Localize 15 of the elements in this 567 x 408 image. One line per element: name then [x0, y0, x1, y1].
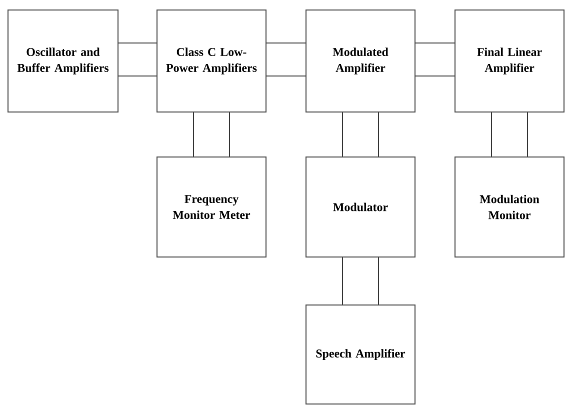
block-box: Speech Amplifier [306, 304, 416, 404]
block-box: Oscillator and Buffer Amplifiers [8, 10, 118, 112]
connector-line [415, 42, 455, 76]
connector-line [118, 42, 157, 76]
connector-line [342, 112, 379, 157]
connector-line [193, 112, 230, 157]
block-box: Modulation Monitor [454, 156, 564, 258]
connector-line [342, 257, 379, 305]
block-box: Modulator [306, 156, 416, 258]
block-box: Modulated Amplifier [306, 10, 416, 112]
connector-line [491, 112, 528, 157]
connector-line [266, 42, 306, 76]
block-box: Frequency Monitor Meter [156, 156, 266, 258]
block-box: Final Linear Amplifier [454, 10, 564, 112]
block-box: Class C Low-Power Amplifiers [156, 10, 266, 112]
